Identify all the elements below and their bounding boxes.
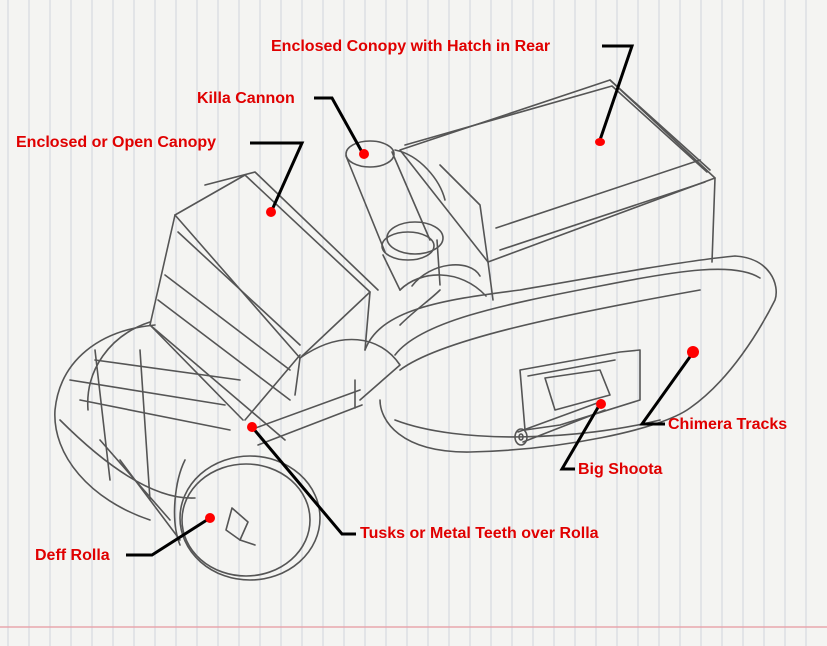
leader-line-canopy <box>250 141 305 211</box>
killa-cannon-sketch <box>345 140 487 297</box>
label-enclosed-open-canopy: Enclosed or Open Canopy <box>16 134 217 151</box>
marker-dot-tusks <box>247 422 257 432</box>
marker-dot-big-shoota <box>596 399 606 409</box>
leader-line-chimera <box>639 353 694 426</box>
label-enclosed-conopy: Enclosed Conopy with Hatch in Rear <box>271 38 551 55</box>
label-tusks: Tusks or Metal Teeth over Rolla <box>360 525 599 542</box>
leader-line-deff-rolla <box>126 516 211 557</box>
marker-dot-deff-rolla <box>205 513 215 523</box>
tusks-sketch <box>244 354 363 446</box>
leader-line-killa-cannon <box>314 96 364 153</box>
chimera-tracks-sketch <box>364 255 777 453</box>
label-chimera-tracks: Chimera Tracks <box>668 416 788 433</box>
label-deff-rolla: Deff Rolla <box>35 547 110 564</box>
leader-line-big-shoota <box>559 403 602 471</box>
ruled-lines <box>7 0 807 646</box>
leader-line-conopy <box>598 44 635 141</box>
marker-dot-canopy <box>266 207 276 217</box>
marker-dot-conopy <box>595 138 605 146</box>
label-big-shoota: Big Shoota <box>578 461 663 478</box>
marker-dot-killa-cannon <box>359 149 369 159</box>
rear-canopy-sketch <box>399 79 716 301</box>
front-cab-sketch <box>149 171 401 421</box>
label-killa-cannon: Killa Cannon <box>197 90 295 107</box>
deff-rolla-sketch <box>54 321 321 581</box>
marker-dot-chimera <box>687 346 699 358</box>
leader-line-tusks <box>250 426 356 536</box>
big-shoota-sketch <box>514 349 641 446</box>
